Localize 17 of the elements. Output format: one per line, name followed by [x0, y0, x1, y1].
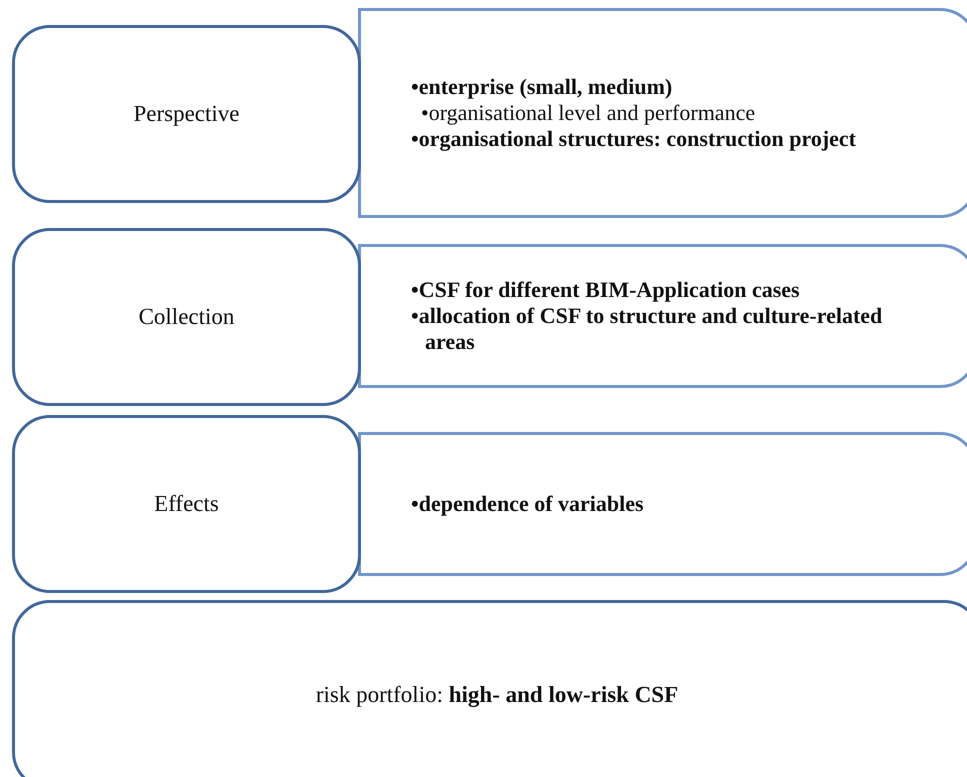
bullet-item: •CSF for different BIM-Application cases — [411, 277, 801, 303]
bullet-item: •dependence of variables — [411, 491, 644, 517]
detail-box — [358, 432, 967, 576]
detail-box — [358, 244, 967, 388]
stage-box — [12, 228, 361, 406]
stage-label: Perspective — [133, 101, 240, 127]
stage-label: Effects — [154, 491, 219, 517]
bullet-item: •allocation of CSF to structure and culture-related areas — [411, 303, 884, 355]
bullet-item: •organisational level and performance — [421, 100, 756, 126]
bullet-item: •enterprise (small, medium) — [411, 74, 674, 100]
stage-label: Collection — [138, 304, 234, 330]
result-box — [12, 600, 967, 777]
stage-box — [12, 25, 361, 203]
stage-box — [12, 415, 361, 593]
stage-label: risk portfolio: high- and low-risk CSF — [316, 682, 678, 708]
bullet-item: •organisational structures: construction project — [411, 126, 856, 152]
detail-box — [358, 8, 967, 218]
